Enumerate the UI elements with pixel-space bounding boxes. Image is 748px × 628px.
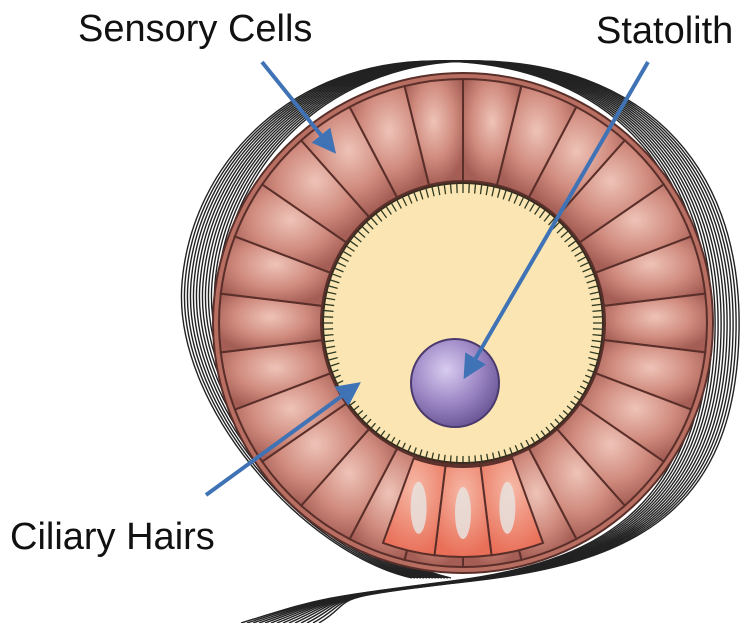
cell-nucleus bbox=[499, 482, 515, 534]
cell-nucleus bbox=[455, 487, 471, 539]
label-sensory-cells: Sensory Cells bbox=[78, 10, 312, 48]
ciliary-hair bbox=[475, 455, 476, 462]
ciliary-hair bbox=[324, 335, 334, 336]
ciliary-hair bbox=[592, 335, 602, 336]
statolith bbox=[411, 339, 499, 427]
ciliary-hair bbox=[450, 455, 451, 462]
label-statolith: Statolith bbox=[596, 12, 733, 50]
ciliary-hair bbox=[450, 184, 451, 194]
cell-nucleus bbox=[411, 482, 427, 534]
ciliary-hair bbox=[324, 310, 334, 311]
label-ciliary-hairs: Ciliary Hairs bbox=[10, 518, 215, 556]
ciliary-hair bbox=[475, 184, 476, 194]
ciliary-hair bbox=[592, 310, 602, 311]
